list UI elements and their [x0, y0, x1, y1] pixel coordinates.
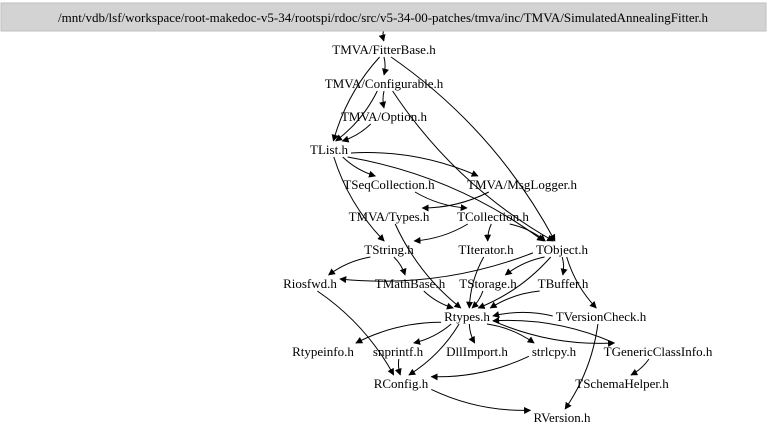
node-titerator[interactable]: TIterator.h: [458, 242, 514, 257]
edge-tversioncheck-to-rtypes: [492, 311, 553, 318]
edge-tgenericclassinfo-to-rtypes: [492, 316, 615, 344]
node-tversioncheck[interactable]: TVersionCheck.h: [556, 309, 647, 324]
edge-rtypes-to-strlcpy: [486, 323, 535, 344]
edge-option-to-tlist: [341, 123, 372, 143]
edge-tlist-to-tseqcollection: [342, 156, 376, 178]
node-tmathbase[interactable]: TMathBase.h: [375, 276, 446, 291]
edge-configurable-to-tlist: [335, 90, 378, 142]
node-tcollection[interactable]: TCollection.h: [457, 209, 529, 224]
node-tstring[interactable]: TString.h: [364, 242, 414, 257]
edge-configurable-to-option: [379, 90, 386, 109]
edge-tobject-to-rtypes: [477, 256, 552, 309]
edge-tversioncheck-to-rversion: [564, 323, 599, 410]
edge-snprintf-to-rconfig: [394, 358, 402, 376]
edge-fitterbase-to-configurable: [382, 56, 389, 76]
node-option[interactable]: TMVA/Option.h: [341, 109, 428, 124]
node-tgenericclassinfo[interactable]: TGenericClassInfo.h: [604, 344, 713, 359]
edge-root-to-fitterbase: [378, 30, 386, 42]
node-strlcpy[interactable]: strlcpy.h: [532, 344, 577, 359]
edge-msglogger-to-types: [421, 191, 490, 212]
node-fitterbase[interactable]: TMVA/FitterBase.h: [332, 42, 436, 57]
nodes-layer: /mnt/vdb/lsf/workspace/root-makedoc-v5-3…: [0, 2, 767, 425]
node-tlist[interactable]: TList.h: [310, 142, 348, 157]
edge-tstring-to-riosfwd: [328, 256, 371, 276]
node-tbuffer[interactable]: TBuffer.h: [538, 276, 589, 291]
node-rtypes[interactable]: Rtypes.h: [444, 309, 490, 324]
edge-tmathbase-to-rtypes: [423, 290, 454, 310]
edge-fitterbase-to-tlist: [331, 56, 380, 142]
edge-rtypes-to-dllimport: [468, 323, 476, 344]
edge-tcollection-to-tstring: [413, 223, 469, 245]
node-tstorage[interactable]: TStorage.h: [459, 276, 517, 291]
node-tobject[interactable]: TObject.h: [536, 242, 589, 257]
edge-configurable-to-tobject: [392, 90, 555, 242]
edge-tlist-to-msglogger: [350, 152, 479, 177]
node-tschemahelper[interactable]: TSchemaHelper.h: [575, 376, 669, 391]
edge-rtypes-to-snprintf: [413, 323, 452, 345]
root-file-label: /mnt/vdb/lsf/workspace/root-makedoc-v5-3…: [58, 10, 708, 25]
root-file-box[interactable]: [0, 2, 767, 32]
node-rtypeinfo[interactable]: Rtypeinfo.h: [292, 344, 354, 359]
edge-fitterbase-to-tobject: [390, 56, 556, 242]
edge-riosfwd-to-rconfig: [317, 290, 395, 376]
edge-types-to-rtypes: [394, 223, 462, 309]
edge-tbuffer-to-rtypes: [489, 290, 540, 309]
edge-rtypes-to-tgenericclassinfo: [492, 320, 615, 347]
edge-tlist-to-tstring: [333, 156, 385, 242]
edge-tcollection-to-tobject: [509, 223, 546, 242]
edge-rtypes-to-rtypeinfo: [355, 321, 442, 344]
edge-tobject-to-tbuffer: [560, 256, 568, 276]
edge-tstorage-to-rtypes: [471, 290, 484, 309]
node-configurable[interactable]: TMVA/Configurable.h: [325, 76, 444, 91]
edge-tstring-to-tmathbase: [393, 256, 407, 276]
node-types[interactable]: TMVA/Types.h: [349, 209, 430, 224]
edge-tcollection-to-titerator: [484, 223, 492, 242]
edge-tobject-to-tstorage: [504, 256, 545, 276]
edge-rtypes-to-rconfig: [408, 323, 460, 376]
edge-tlist-to-tobject: [347, 156, 544, 242]
edge-tobject-to-tversioncheck: [566, 256, 597, 309]
edge-tgenericclassinfo-to-tschemahelper: [630, 358, 650, 376]
edge-rconfig-to-rversion: [431, 388, 532, 414]
edge-tobject-to-riosfwd: [339, 252, 534, 284]
node-rconfig[interactable]: RConfig.h: [374, 376, 429, 391]
edges-layer: [317, 30, 650, 414]
node-msglogger[interactable]: TMVA/MsgLogger.h: [467, 177, 577, 192]
node-rversion[interactable]: RVersion.h: [533, 410, 591, 425]
edge-tseqcollection-to-tcollection: [414, 191, 468, 212]
node-snprintf[interactable]: snprintf.h: [373, 344, 424, 359]
node-riosfwd[interactable]: Riosfwd.h: [283, 276, 337, 291]
edge-strlcpy-to-rconfig: [430, 355, 530, 381]
node-tseqcollection[interactable]: TSeqCollection.h: [343, 177, 435, 192]
node-dllimport[interactable]: DllImport.h: [446, 344, 508, 359]
edge-titerator-to-rtypes: [466, 256, 485, 309]
